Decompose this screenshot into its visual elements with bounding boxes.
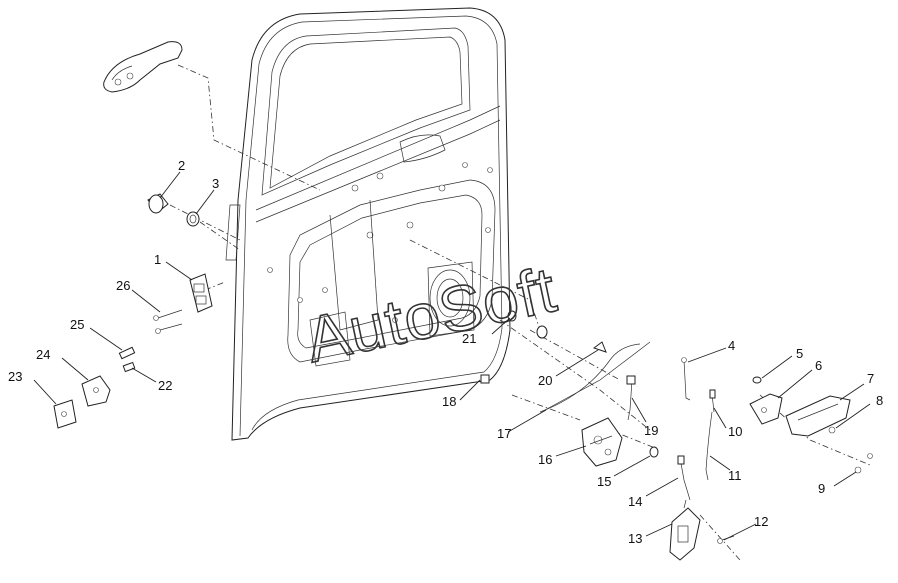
callout-15: 15 [597, 474, 611, 489]
cable-part-11 [705, 411, 713, 481]
callout-18: 18 [442, 394, 456, 409]
door-panel [225, 7, 511, 441]
callout-26: 26 [116, 278, 130, 293]
callout-leaders [33, 171, 871, 541]
inner-handle-bracket [749, 393, 783, 425]
door-latch [581, 417, 623, 467]
callout-10: 10 [728, 424, 742, 439]
callout-16: 16 [538, 452, 552, 467]
callout-24: 24 [36, 347, 50, 362]
callout-17: 17 [497, 426, 511, 441]
callout-labels: 1 2 3 4 5 6 7 8 9 10 11 12 13 14 15 16 1… [8, 158, 883, 546]
cable-part-17 [539, 343, 641, 413]
check-pins [118, 346, 136, 373]
callout-9: 9 [818, 481, 825, 496]
outside-door-handle [103, 41, 183, 93]
callout-6: 6 [815, 358, 822, 373]
clip-part-5 [752, 376, 762, 384]
rod-part-4 [681, 357, 691, 401]
callout-12: 12 [754, 514, 768, 529]
lock-cylinder-part [147, 193, 169, 214]
callout-5: 5 [796, 346, 803, 361]
check-plate [53, 399, 77, 429]
hinge-bolts [153, 309, 183, 334]
callout-19: 19 [644, 423, 658, 438]
inside-door-handle [785, 395, 851, 437]
rod-part-14 [677, 455, 691, 501]
washer-part-15 [649, 446, 659, 458]
callout-7: 7 [867, 371, 874, 386]
callout-2: 2 [178, 158, 185, 173]
door-lock-actuator [669, 499, 701, 561]
callout-21: 21 [462, 331, 476, 346]
door-check-bracket [81, 375, 111, 407]
callout-13: 13 [628, 531, 642, 546]
callout-8: 8 [876, 393, 883, 408]
callout-1: 1 [154, 252, 161, 267]
callout-3: 3 [212, 176, 219, 191]
callout-23: 23 [8, 369, 22, 384]
inner-handle-screws [828, 426, 873, 474]
ring-part [186, 211, 200, 227]
rod-part-10 [709, 389, 716, 413]
callout-20: 20 [538, 373, 552, 388]
callout-11: 11 [728, 468, 742, 483]
rod-part-20 [544, 341, 651, 411]
callout-22: 22 [158, 378, 172, 393]
callout-14: 14 [628, 494, 642, 509]
clip-part-18 [480, 374, 490, 384]
hinge-part [189, 273, 213, 313]
callout-25: 25 [70, 317, 84, 332]
callout-4: 4 [728, 338, 735, 353]
rod-part-19 [626, 375, 636, 421]
